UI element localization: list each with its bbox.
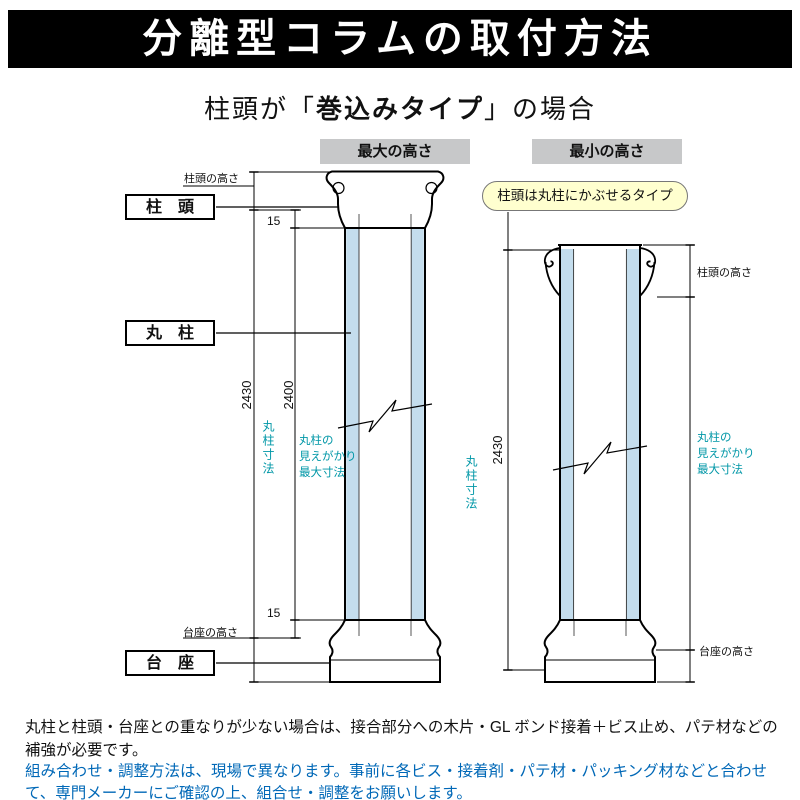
right-capital-curls bbox=[543, 247, 657, 297]
left-shaft-strip-left bbox=[346, 228, 359, 620]
right-capital-height-label: 柱頭の高さ bbox=[697, 267, 752, 279]
right-dimension-lines bbox=[507, 245, 691, 682]
subtitle: 柱頭が「巻込みタイプ」の場合 bbox=[0, 89, 800, 126]
right-strip-inner-lines bbox=[573, 249, 627, 620]
subtitle-type: 巻込みタイプ bbox=[315, 94, 484, 124]
left-column-insert-lines bbox=[358, 214, 412, 636]
left-column-dim-label: 丸柱寸法 bbox=[261, 420, 275, 476]
left-capital-scroll-curls bbox=[332, 181, 438, 195]
reinforcement-note: 丸柱と柱頭・台座との重なりが少ない場合は、接合部分への木片・GL ボンド接着＋ビ… bbox=[25, 719, 778, 759]
right-visible-dim-label: 丸柱の 見えがかり 最大寸法 bbox=[697, 432, 755, 476]
right-break-line bbox=[552, 441, 648, 475]
left-shaft-edges bbox=[344, 228, 426, 620]
left-dimension-lines bbox=[253, 172, 296, 682]
right-column-insert-lines bbox=[573, 621, 627, 636]
left-shaft-strip-right bbox=[411, 228, 424, 620]
left-extension-lines bbox=[183, 171, 345, 683]
left-break-mask bbox=[362, 402, 408, 429]
right-shaft-strip-left bbox=[561, 249, 574, 620]
left-visible-dim-label: 丸柱の 見えがかり 最大寸法 bbox=[299, 435, 357, 479]
capital-type-callout: 柱頭は丸柱にかぶせるタイプ bbox=[482, 181, 688, 211]
left-column-drawing bbox=[183, 170, 445, 683]
subtitle-pre: 柱頭が「 bbox=[203, 94, 316, 124]
title-bar: 分離型コラムの取付方法 bbox=[8, 10, 792, 68]
left-capital-height-label: 柱頭の高さ bbox=[184, 173, 239, 185]
right-shaft-strip-right bbox=[626, 249, 639, 620]
left-visible-dimension-value: 2400 bbox=[281, 380, 296, 410]
left-total-dimension-value: 2430 bbox=[239, 380, 254, 410]
left-overlap-bottom-value: 15 bbox=[267, 606, 281, 620]
right-extension-lines bbox=[503, 244, 695, 683]
right-total-dimension-value: 2430 bbox=[490, 435, 505, 465]
subtitle-post: 」の場合 bbox=[484, 94, 597, 124]
right-base-height-label: 台座の高さ bbox=[699, 646, 754, 658]
left-overlap-top-value: 15 bbox=[267, 214, 281, 228]
left-capital-outline bbox=[325, 170, 445, 229]
page-title: 分離型コラムの取付方法 bbox=[142, 17, 658, 61]
capital-label-box: 柱 頭 bbox=[125, 194, 215, 220]
base-label-box: 台 座 bbox=[125, 650, 215, 676]
right-column-dim-label: 丸柱寸法 bbox=[464, 455, 478, 511]
left-break-line bbox=[337, 399, 433, 433]
right-column-drawing bbox=[503, 212, 695, 683]
left-base-height-label: 台座の高さ bbox=[183, 627, 238, 639]
left-label-connectors bbox=[216, 206, 351, 664]
right-break-mask bbox=[577, 444, 623, 471]
adjustment-note: 組み合わせ・調整方法は、現場で異なります。事前に各ビス・接着剤・パテ材・パッキン… bbox=[25, 763, 767, 800]
min-height-chip: 最小の高さ bbox=[532, 139, 682, 164]
left-base-outline bbox=[328, 619, 442, 683]
right-shaft-edges bbox=[559, 245, 641, 620]
max-height-chip: 最大の高さ bbox=[320, 139, 470, 164]
right-base-outline bbox=[543, 619, 657, 683]
column-label-box: 丸 柱 bbox=[125, 320, 215, 346]
